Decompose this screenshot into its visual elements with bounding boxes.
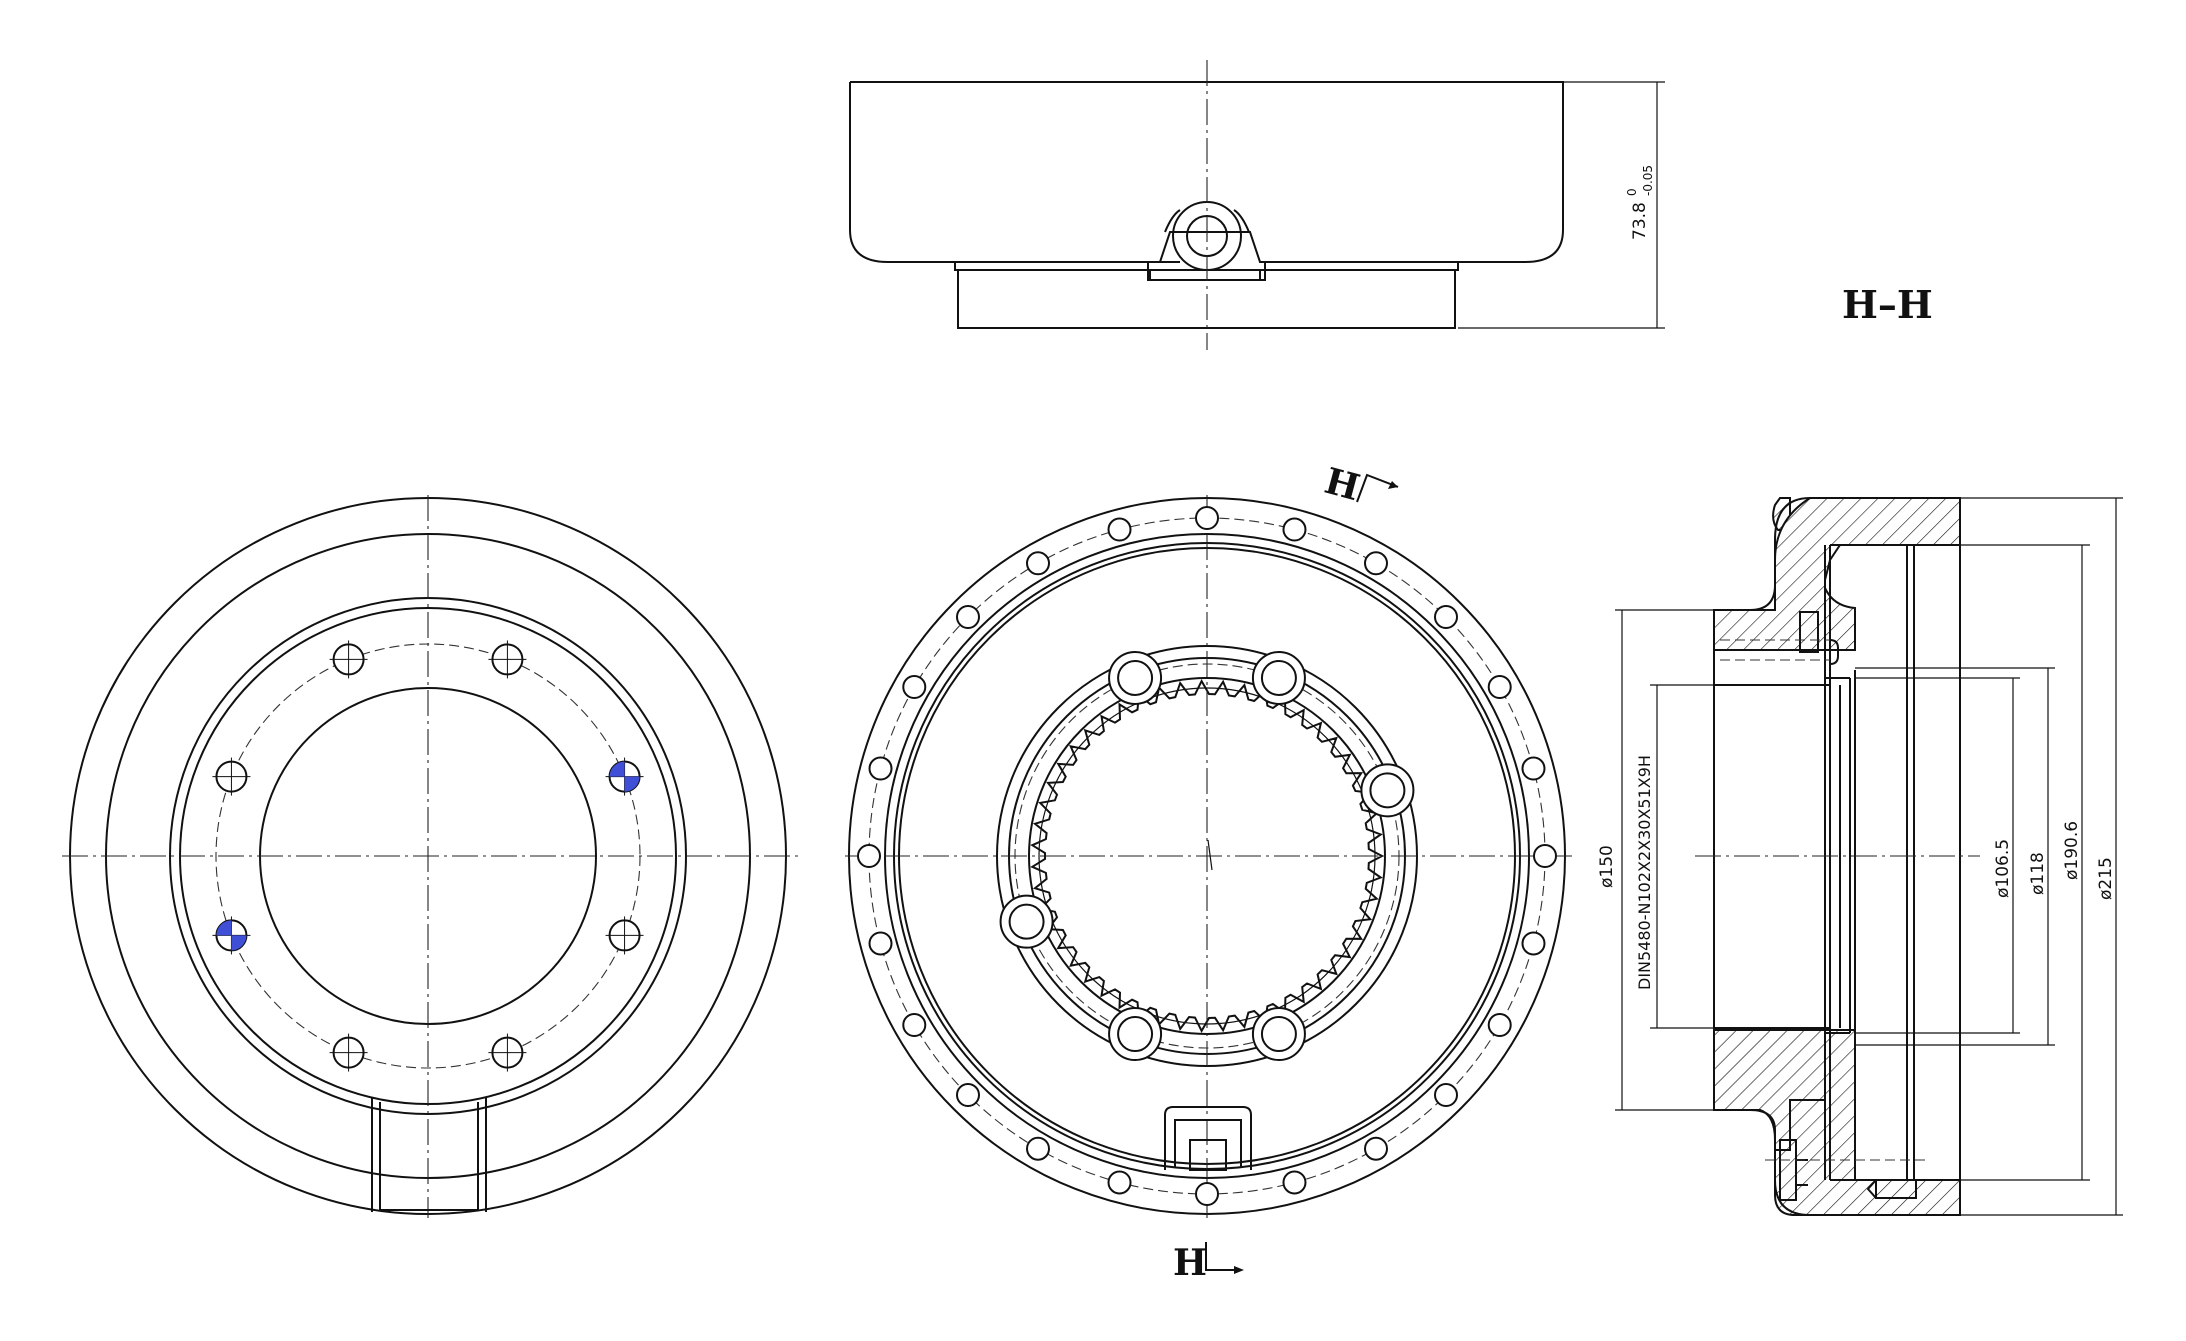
hole-highlight	[216, 920, 247, 951]
flange-hole	[1434, 604, 1459, 629]
dim-dia-190-6: ø190.6	[2062, 821, 2082, 880]
bolt-boss	[1360, 763, 1415, 818]
dim-dia-106-5: ø106.5	[1993, 839, 2013, 898]
flange-hole	[857, 844, 881, 868]
dim-dia-150: ø150	[1597, 845, 1617, 888]
section-title: H–H	[1842, 282, 1933, 327]
bolt-boss-bore	[1260, 1016, 1297, 1053]
dim-height-tol-upper: 0	[1625, 188, 1639, 196]
flange-hole	[868, 931, 893, 956]
flange-hole	[1434, 1083, 1459, 1108]
cut-label-bottom: H	[1173, 1242, 1207, 1284]
dim-height: 73.8	[1630, 202, 1650, 240]
flange-hole	[1521, 931, 1546, 956]
bolt-boss-bore	[1117, 1016, 1154, 1053]
bolt-boss	[999, 894, 1054, 949]
center-front-view	[845, 495, 1572, 1218]
bolt-boss	[1251, 1007, 1306, 1062]
dim-spline: DIN5480-N102X2X30X51X9H	[1635, 755, 1654, 990]
bolt-boss-bore	[1008, 903, 1045, 940]
flange-hole	[1107, 517, 1132, 542]
flange-hole	[1487, 1013, 1512, 1037]
bolt-boss-bore	[1260, 659, 1297, 696]
cut-marker-top: H	[1320, 460, 1399, 509]
flange-hole	[1195, 1182, 1219, 1206]
cut-marker-bottom: H	[1173, 1242, 1244, 1284]
flange-hole	[1364, 1136, 1388, 1161]
flange-hole	[1282, 1170, 1307, 1195]
flange-hole	[1282, 517, 1307, 542]
top-elevation-view: 73.8 0 -0.05	[849, 60, 1665, 350]
bolt-boss	[1108, 1007, 1163, 1062]
dim-height-tol-lower: -0.05	[1641, 165, 1655, 196]
bolt-boss	[1251, 650, 1306, 705]
bolt-boss	[1108, 650, 1163, 705]
flange-hole	[1487, 675, 1512, 699]
hole-highlight	[609, 761, 640, 792]
right-section-view: ø150 DIN5480-N102X2X30X51X9H ø106.5 ø118…	[1597, 497, 2123, 1216]
flange-hole	[902, 1013, 927, 1037]
flange-hole	[902, 675, 927, 699]
bolt-boss-bore	[1369, 772, 1406, 809]
flange-hole	[1364, 551, 1388, 576]
flange-hole	[1195, 506, 1219, 530]
bolt-boss-bore	[1117, 659, 1154, 696]
flange-hole	[1521, 756, 1546, 781]
flange-hole	[1107, 1170, 1132, 1195]
flange-hole	[1026, 551, 1050, 576]
flange-hole	[1533, 844, 1557, 868]
left-back-view	[62, 495, 800, 1218]
dim-dia-215: ø215	[2096, 857, 2116, 900]
flange-hole	[1026, 1136, 1050, 1161]
flange-hole	[868, 756, 893, 781]
flange-hole	[955, 1083, 980, 1108]
flange-hole	[955, 604, 980, 629]
dim-dia-118: ø118	[2028, 852, 2048, 895]
